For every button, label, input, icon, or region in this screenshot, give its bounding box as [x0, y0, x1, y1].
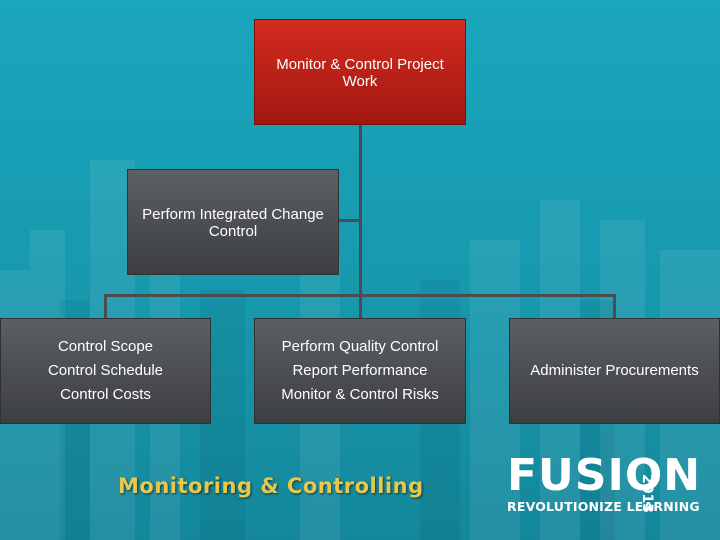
connector-integrated-branch [338, 219, 360, 222]
node-quality-performance-risks: Perform Quality Control Report Performan… [254, 318, 466, 424]
node-monitor-control-work: Monitor & Control Project Work [254, 19, 466, 125]
node-integrated-change-control: Perform Integrated Change Control [127, 169, 339, 275]
logo-wordmark: FUSION [507, 450, 702, 501]
node-item-report-performance: Report Performance [292, 362, 428, 379]
slide-caption: Monitoring & Controlling [118, 474, 424, 498]
connector-drop-right [613, 294, 616, 318]
node-root-line-1: Monitor & Control Project [276, 56, 444, 73]
node-administer-procurements: Administer Procurements [509, 318, 720, 424]
connector-root-trunk [359, 124, 362, 318]
node-item-control-schedule: Control Schedule [47, 362, 164, 379]
node-root-line-2: Work [342, 73, 378, 90]
node-item-administer-procurements: Administer Procurements [530, 362, 699, 379]
logo-tagline: REVOLUTIONIZE LEARNING [507, 499, 700, 514]
node-item-monitor-risks: Monitor & Control Risks [281, 386, 439, 403]
node-item-quality-control: Perform Quality Control [281, 338, 439, 355]
node-integrated-line-2: Control [208, 223, 258, 240]
node-scope-schedule-costs: Control Scope Control Schedule Control C… [0, 318, 211, 424]
connector-drop-left [104, 294, 107, 318]
fusion-logo: FUSION 2013 REVOLUTIONIZE LEARNING [505, 452, 700, 516]
node-integrated-line-1: Perform Integrated Change [142, 206, 324, 223]
connector-horizontal-bar [104, 294, 616, 297]
node-item-control-scope: Control Scope [57, 338, 154, 355]
node-item-control-costs: Control Costs [60, 386, 151, 403]
